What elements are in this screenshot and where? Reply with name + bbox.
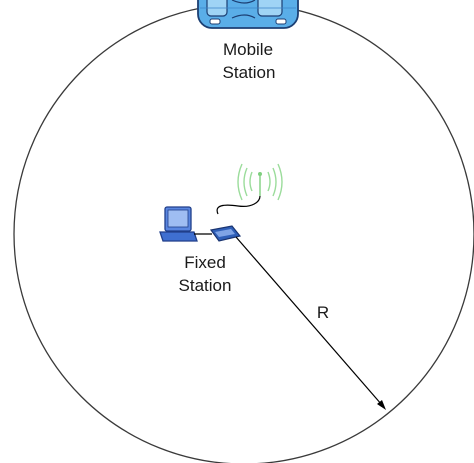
wireless-signal-icon [237,163,283,201]
radius-label: R [317,303,329,322]
radius-arrowhead [377,400,386,410]
car-icon [197,0,299,29]
laptop-icon [159,206,198,242]
fixed-station-label-line2: Station [179,276,232,295]
mobile-station-label-line1: Mobile [223,40,273,59]
radius-line [235,236,383,406]
router-icon [209,225,242,242]
antenna-cable [216,195,261,215]
mobile-station-label-line2: Station [223,63,276,82]
fixed-station-label-line1: Fixed [184,253,226,272]
